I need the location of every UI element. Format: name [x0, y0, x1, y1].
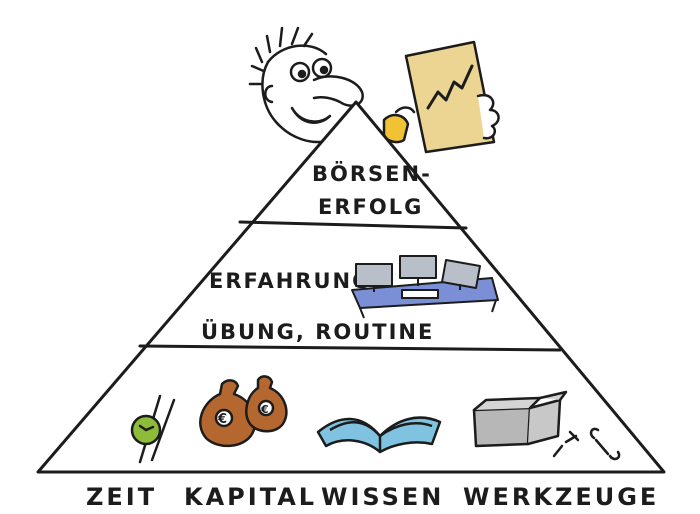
rising-chart-document-icon [382, 40, 500, 154]
middle-layer-line2: ÜBUNG, ROUTINE [201, 319, 434, 344]
foundation-label-kapital: KAPITAL [184, 483, 317, 511]
top-layer-line2: ERFOLG [318, 195, 423, 219]
divider-top [238, 220, 468, 230]
money-bags-icon: € € [199, 375, 288, 447]
pyramid [36, 100, 666, 474]
clock-icon [130, 394, 176, 464]
foundation-label-werkzeuge: WERKZEUGE [463, 483, 659, 511]
person-peeking-icon [248, 26, 364, 144]
middle-layer-line1: ERFAHRUNG [209, 269, 371, 293]
svg-text:€: € [217, 412, 227, 427]
trading-desk-icon [351, 255, 499, 319]
open-book-icon [316, 416, 442, 454]
pyramid-outline [36, 100, 666, 474]
svg-text:€: € [260, 403, 269, 416]
foundation-label-zeit: ZEIT [86, 483, 157, 511]
foundation-label-wissen: WISSEN [321, 483, 444, 511]
top-layer-line1: BÖRSEN- [312, 161, 432, 186]
divider-middle [138, 344, 562, 352]
toolbox-icon [472, 390, 621, 461]
